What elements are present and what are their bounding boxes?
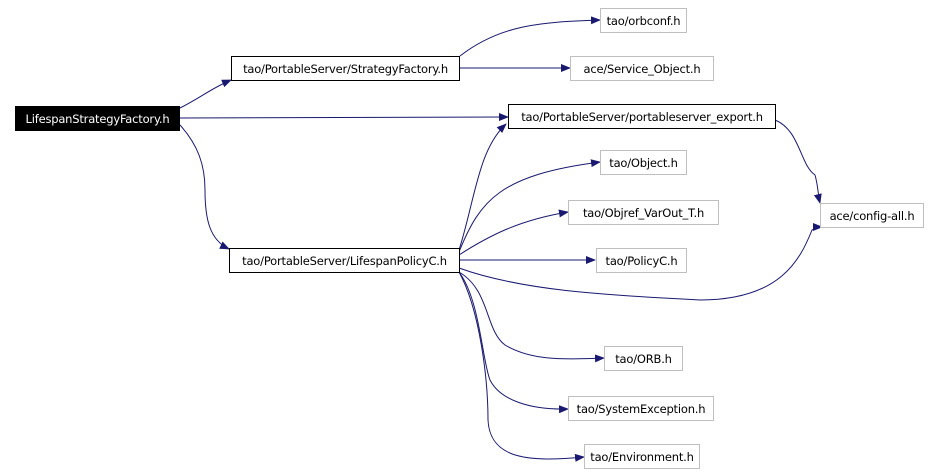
edge-lifespan-environment: [458, 271, 585, 462]
edge-lifespan-export: [458, 123, 507, 251]
node-lifespan-strategy-factory[interactable]: LifespanStrategyFactory.h: [15, 106, 180, 131]
edge-export-config-all: [774, 119, 822, 204]
node-policy-c[interactable]: tao/PolicyC.h: [596, 248, 687, 273]
edge-lifespan-config-all: [458, 223, 823, 301]
node-object[interactable]: tao/Object.h: [600, 150, 687, 175]
edge-root-portableserver-export: [179, 113, 509, 122]
edge-root-lifespan-policy: [179, 124, 230, 250]
node-strategy-factory[interactable]: tao/PortableServer/StrategyFactory.h: [231, 56, 460, 81]
node-objref-varout[interactable]: tao/Objref_VarOut_T.h: [568, 200, 719, 225]
node-orbconf[interactable]: tao/orbconf.h: [600, 8, 687, 33]
node-environment[interactable]: tao/Environment.h: [584, 444, 700, 469]
node-portableserver-export[interactable]: tao/PortableServer/portableserver_export…: [508, 104, 776, 129]
node-service-object[interactable]: ace/Service_Object.h: [570, 56, 714, 81]
node-config-all[interactable]: ace/config-all.h: [820, 203, 924, 228]
edge-root-strategy-factory: [179, 79, 232, 109]
node-orb[interactable]: tao/ORB.h: [604, 346, 683, 371]
edge-strategy-orbconf: [459, 16, 601, 57]
edge-lifespan-orb: [458, 271, 605, 363]
node-system-exception[interactable]: tao/SystemException.h: [568, 396, 714, 421]
edge-lifespan-objref: [458, 209, 569, 256]
edge-lifespan-object: [458, 159, 601, 253]
edge-lifespan-system-exception: [458, 271, 569, 414]
node-lifespan-policy-c[interactable]: tao/PortableServer/LifespanPolicyC.h: [229, 248, 460, 273]
